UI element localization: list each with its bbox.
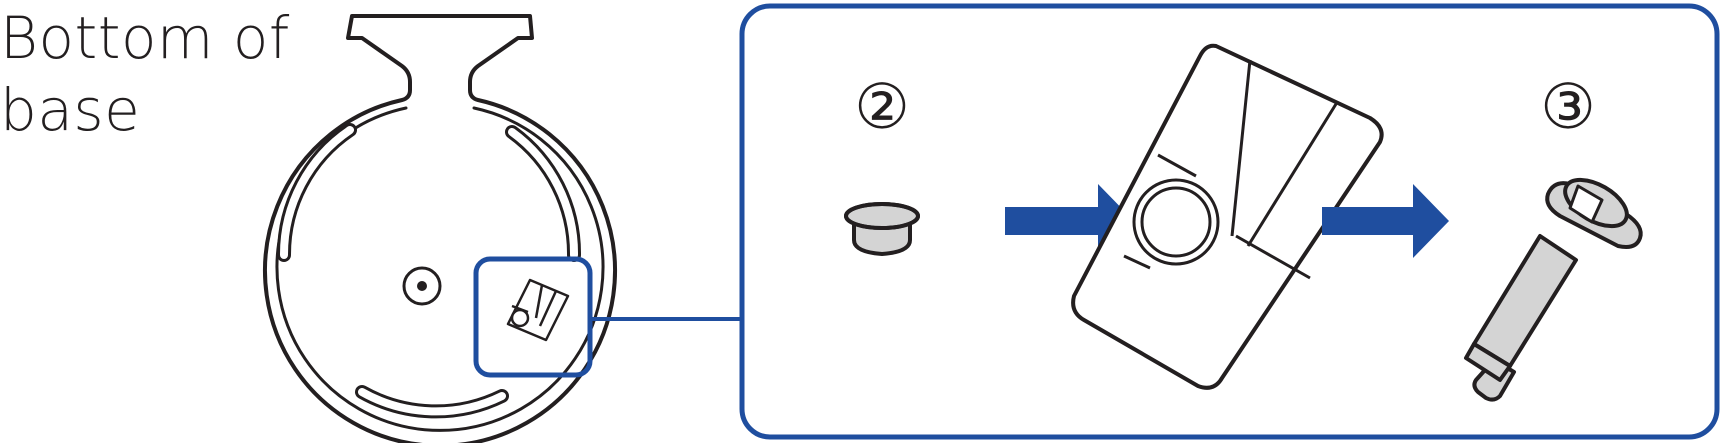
arrow-insert-screw	[1322, 184, 1449, 258]
step-2-marker: ②	[854, 70, 910, 143]
center-ring	[402, 266, 442, 306]
rubber-cap	[844, 202, 920, 256]
mount-plate-details	[1123, 59, 1338, 280]
mount-detail-small	[506, 278, 570, 342]
center-dot	[417, 281, 427, 291]
screw	[1464, 177, 1643, 402]
caption-line-1: Bottom of	[0, 4, 290, 72]
step-3-label: ③	[1540, 70, 1596, 143]
base-caption: Bottom of base	[0, 2, 290, 146]
base-outline	[263, 14, 617, 447]
base-bottom-view	[263, 14, 617, 447]
step-2-label: ②	[854, 70, 910, 143]
step-3-marker: ③	[1540, 70, 1596, 143]
mount-plate-large	[1071, 43, 1384, 390]
zoom-panel	[739, 3, 1720, 440]
slot-right-inner	[508, 128, 579, 259]
slot-bottom-inner	[358, 388, 506, 416]
highlight-box	[473, 256, 593, 378]
slot-left-inner	[279, 126, 354, 259]
caption-line-2: base	[0, 76, 141, 144]
